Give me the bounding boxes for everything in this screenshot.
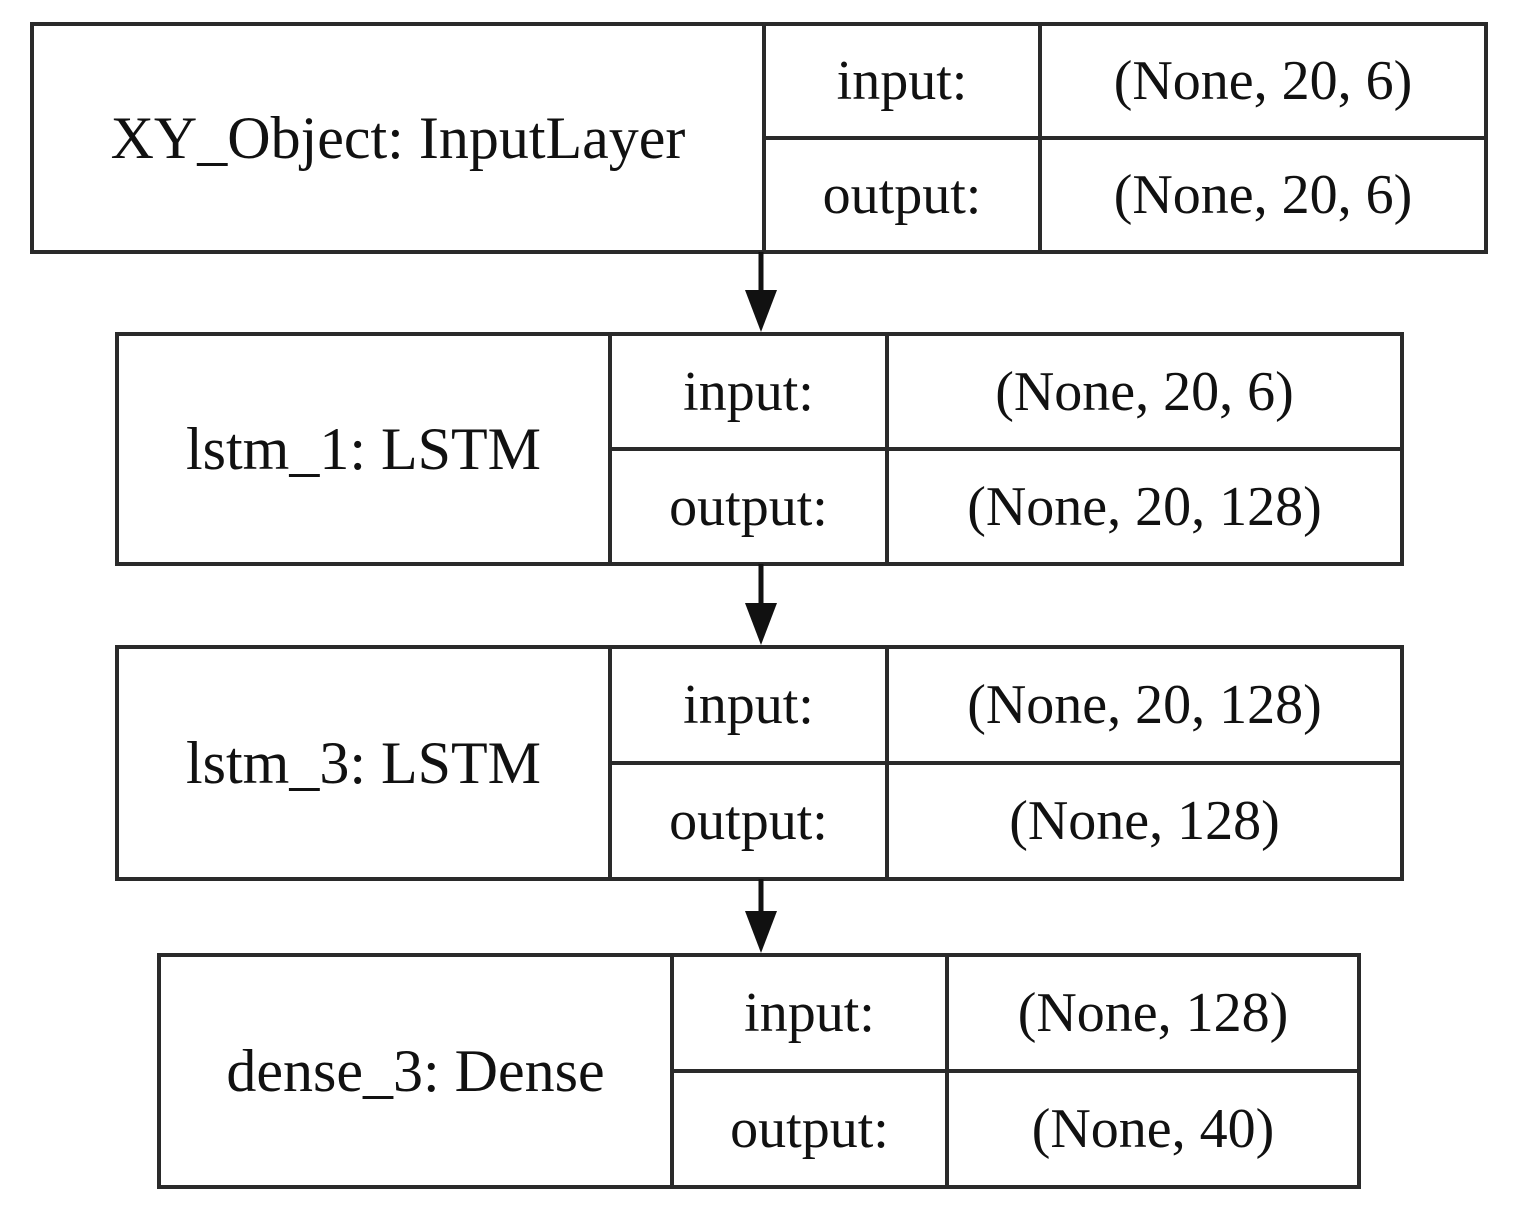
layer-io-table: input: (None, 20, 6) output: (None, 20, … <box>766 26 1484 250</box>
layer-node-xy-object: XY_Object: InputLayer input: (None, 20, … <box>30 22 1488 254</box>
output-label: output: <box>674 1073 949 1185</box>
edge-arrow-lstm-3-to-dense-3 <box>745 879 777 953</box>
layer-name: lstm_3: LSTM <box>119 649 612 877</box>
input-shape: (None, 20, 128) <box>967 674 1322 736</box>
output-row: output: (None, 20, 6) <box>766 136 1484 250</box>
input-label: input: <box>612 336 889 447</box>
output-row: output: (None, 40) <box>674 1069 1357 1185</box>
input-shape: (None, 20, 6) <box>1113 50 1413 112</box>
input-label: input: <box>674 957 949 1069</box>
edge-arrow-xy-object-to-lstm-1 <box>745 252 777 332</box>
layer-node-dense-3: dense_3: Dense input: (None, 128) output… <box>157 953 1361 1189</box>
arrowhead-icon <box>745 911 777 953</box>
arrowhead-icon <box>745 290 777 332</box>
output-shape: (None, 128) <box>1009 790 1280 852</box>
output-label: output: <box>766 140 1042 250</box>
layer-node-lstm-3: lstm_3: LSTM input: (None, 20, 128) outp… <box>115 645 1404 881</box>
layer-io-table: input: (None, 128) output: (None, 40) <box>674 957 1357 1185</box>
layer-name: lstm_1: LSTM <box>119 336 612 562</box>
input-label: input: <box>766 26 1042 136</box>
layer-io-table: input: (None, 20, 6) output: (None, 20, … <box>612 336 1400 562</box>
input-label: input: <box>612 649 889 761</box>
output-shape: (None, 20, 128) <box>967 475 1322 538</box>
input-row: input: (None, 20, 6) <box>612 336 1400 447</box>
input-shape: (None, 128) <box>1017 982 1289 1044</box>
output-shape: (None, 20, 6) <box>1113 164 1413 226</box>
layer-name: dense_3: Dense <box>161 957 674 1185</box>
output-shape: (None, 40) <box>1031 1098 1275 1160</box>
output-row: output: (None, 20, 128) <box>612 447 1400 562</box>
input-row: input: (None, 128) <box>674 957 1357 1069</box>
output-label: output: <box>612 451 889 562</box>
input-row: input: (None, 20, 6) <box>766 26 1484 136</box>
edge-arrow-lstm-1-to-lstm-3 <box>745 564 777 645</box>
output-label: output: <box>612 765 889 877</box>
input-shape: (None, 20, 6) <box>995 360 1294 423</box>
arrowhead-icon <box>745 603 777 645</box>
layer-io-table: input: (None, 20, 128) output: (None, 12… <box>612 649 1400 877</box>
layer-name: XY_Object: InputLayer <box>34 26 766 250</box>
output-row: output: (None, 128) <box>612 761 1400 877</box>
input-row: input: (None, 20, 128) <box>612 649 1400 761</box>
